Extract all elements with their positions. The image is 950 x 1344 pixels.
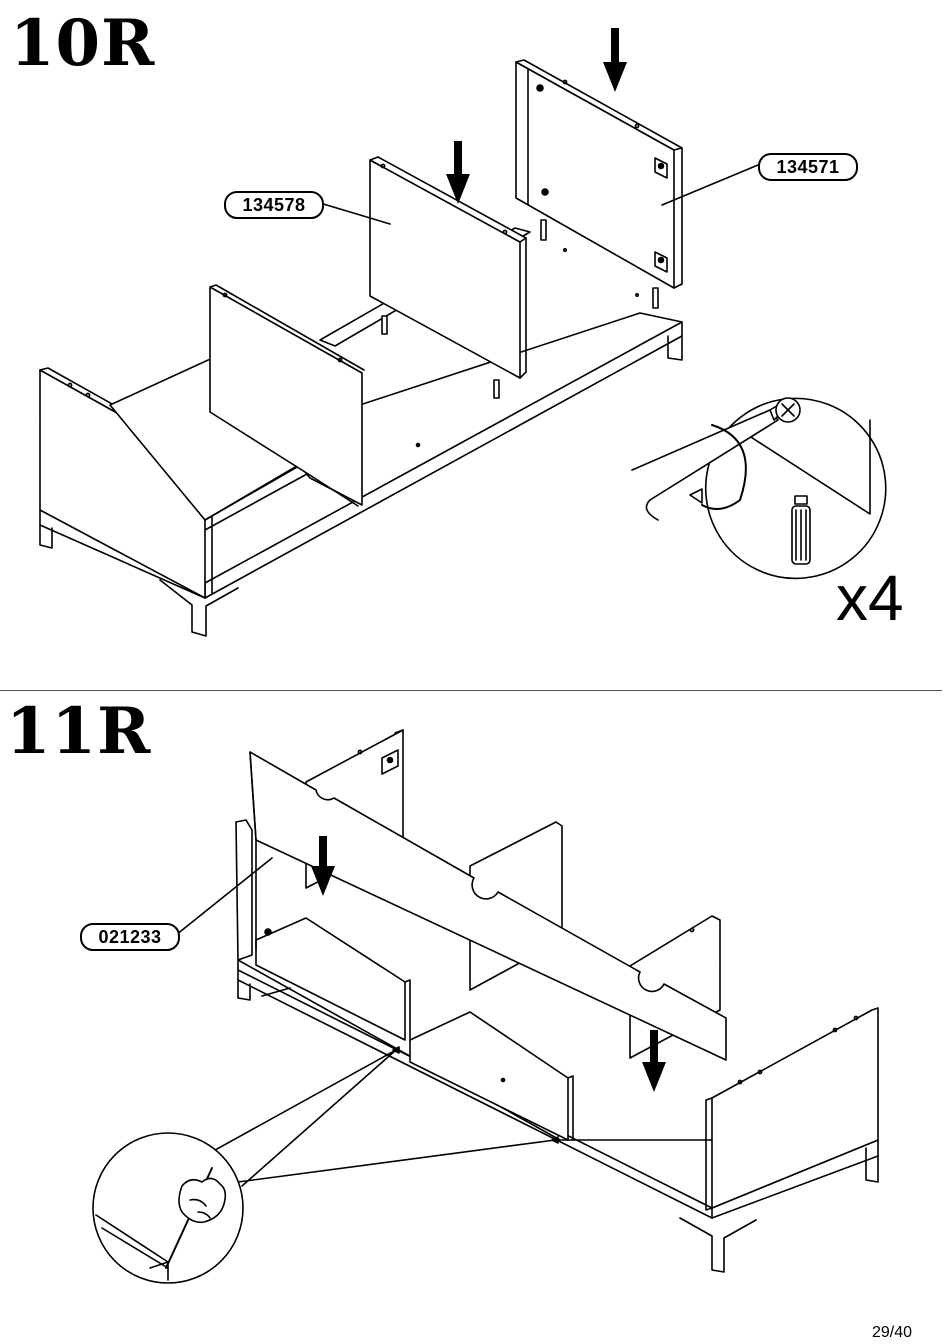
hand-pen-detail	[93, 1133, 243, 1283]
page-number: 29/40	[872, 1325, 912, 1341]
part-label: 021233	[80, 923, 180, 951]
part-label: 134578	[224, 191, 324, 219]
screwdriver-icon	[632, 410, 778, 520]
step-divider	[0, 690, 942, 691]
screw-icon	[792, 496, 810, 564]
panel-134571	[516, 60, 682, 308]
step-10-illustration	[40, 28, 886, 636]
quantity-label: x4	[836, 566, 904, 630]
screwdriver-detail	[632, 398, 886, 578]
step-number: 10R	[10, 12, 155, 76]
step-number: 11R	[6, 700, 151, 764]
down-arrow-icon	[446, 141, 470, 204]
down-arrow-icon	[603, 28, 627, 92]
step-11-illustration	[93, 730, 878, 1283]
part-label: 134571	[758, 153, 858, 181]
panel-134578	[370, 157, 526, 398]
